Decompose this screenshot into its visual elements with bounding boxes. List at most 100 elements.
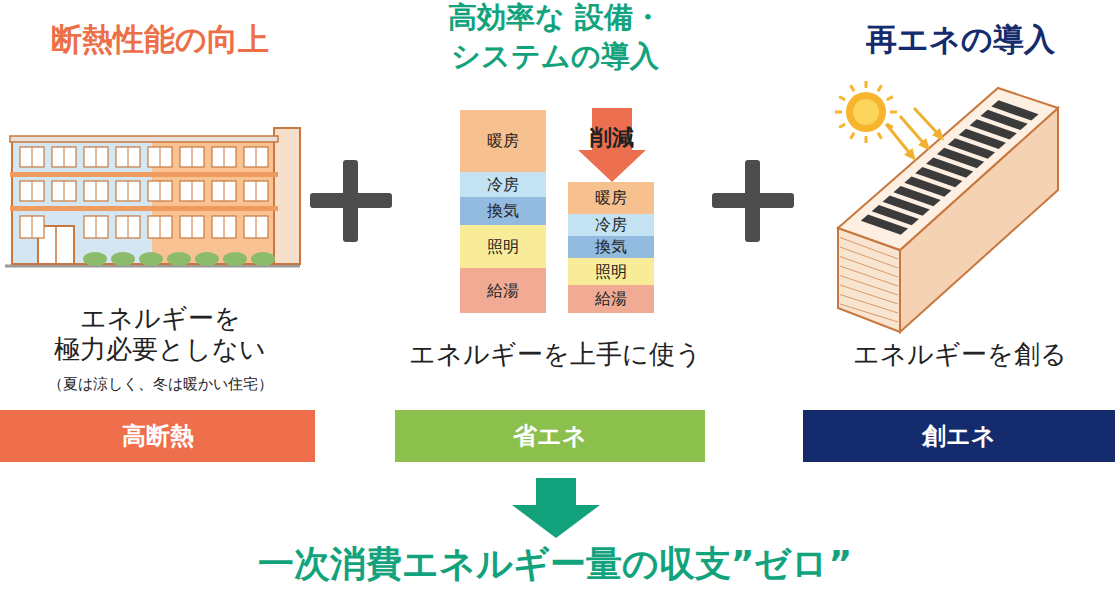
window xyxy=(116,147,140,167)
window xyxy=(180,216,204,238)
shrub xyxy=(195,252,219,266)
section-heading: 高効率な 設備・システムの導入 xyxy=(365,0,745,76)
energy-bar-segment: 換気 xyxy=(460,197,546,225)
window-frame xyxy=(256,181,257,201)
window xyxy=(180,147,204,167)
facade-line xyxy=(840,285,898,304)
window-frame xyxy=(192,147,193,167)
segment-label: 照明 xyxy=(595,263,627,281)
shrub xyxy=(223,252,247,266)
energy-bar-segment: 冷房 xyxy=(460,172,546,197)
section-heading: 断熱性能の向上 xyxy=(10,20,310,59)
facade-line xyxy=(840,304,898,322)
window xyxy=(212,181,236,201)
segment-label: 換気 xyxy=(595,238,627,256)
window xyxy=(52,181,76,201)
facade-line xyxy=(840,276,898,296)
energy-bar-segment: 冷房 xyxy=(568,214,654,236)
window-frame xyxy=(128,181,129,201)
category-band: 創エネ xyxy=(803,410,1115,462)
conclusion-caption: 一次消費エネルギー量の収支”ゼロ” xyxy=(105,541,1005,586)
shrub xyxy=(167,252,191,266)
window xyxy=(84,147,108,167)
window xyxy=(244,147,268,167)
window-frame xyxy=(192,181,193,201)
window xyxy=(244,181,268,201)
sun-ray xyxy=(851,133,855,139)
facade-line xyxy=(840,238,898,260)
window-frame xyxy=(256,147,257,167)
window xyxy=(20,181,44,201)
category-band: 高断熱 xyxy=(0,410,315,462)
window xyxy=(212,147,236,167)
plus-sign xyxy=(310,160,794,242)
sun-ray xyxy=(878,85,882,91)
window-frame xyxy=(96,147,97,167)
shrub xyxy=(83,252,107,266)
window-frame xyxy=(192,216,193,238)
energy-bar-segment: 照明 xyxy=(568,258,654,285)
segment-label: 暖房 xyxy=(487,132,519,150)
window-frame xyxy=(128,147,129,167)
segment-label: 換気 xyxy=(487,202,519,220)
sunlight-arrowhead xyxy=(918,138,930,151)
window-frame xyxy=(32,216,33,238)
sun-ray xyxy=(890,111,897,114)
shrub xyxy=(111,252,135,266)
sun-ray xyxy=(839,97,845,101)
sun-ray xyxy=(851,85,855,91)
band-label: 高断熱 xyxy=(122,423,194,449)
window xyxy=(148,147,172,167)
sunlight-arrowhead xyxy=(932,128,944,140)
window-frame xyxy=(96,216,97,238)
shrub xyxy=(139,252,163,266)
window xyxy=(84,181,108,201)
window-frame xyxy=(64,147,65,167)
window xyxy=(84,216,108,238)
description: エネルギーを創る xyxy=(810,338,1110,371)
window xyxy=(20,147,44,167)
window xyxy=(148,216,172,238)
facade-line xyxy=(840,257,898,278)
sun-ray xyxy=(865,136,868,143)
segment-label: 暖房 xyxy=(595,189,627,207)
window xyxy=(180,181,204,201)
sun-ray xyxy=(839,124,845,128)
segment-label: 給湯 xyxy=(487,282,519,300)
window xyxy=(116,181,140,201)
window-frame xyxy=(96,181,97,201)
reduction-label: 削減 xyxy=(572,124,652,152)
energy-bar-segment: 暖房 xyxy=(460,110,546,172)
window-frame xyxy=(224,216,225,238)
window xyxy=(116,216,140,238)
description: エネルギーを上手に使う xyxy=(385,338,725,371)
band-label: 創エネ xyxy=(922,423,996,449)
window-frame xyxy=(160,216,161,238)
segment-label: 冷房 xyxy=(487,176,519,194)
window-frame xyxy=(224,147,225,167)
note: （夏は涼しく、冬は暖かい住宅） xyxy=(5,375,315,394)
window-frame xyxy=(64,181,65,201)
segment-label: 冷房 xyxy=(595,216,627,234)
energy-bar-segment: 照明 xyxy=(460,225,546,268)
window-frame xyxy=(160,147,161,167)
energy-bar-segment: 暖房 xyxy=(568,182,654,214)
facade-line xyxy=(840,247,898,268)
band-label: 省エネ xyxy=(513,423,587,449)
sun-ray xyxy=(835,111,842,114)
window xyxy=(244,216,268,238)
facade-line xyxy=(840,295,898,314)
sun-ray xyxy=(887,97,893,101)
facade-line xyxy=(840,266,898,286)
energy-bar-segment: 換気 xyxy=(568,236,654,258)
window-frame xyxy=(160,181,161,201)
energy-bar-segment: 給湯 xyxy=(568,285,654,313)
sun-ray xyxy=(878,133,882,139)
window xyxy=(20,216,44,238)
shrub xyxy=(251,252,275,266)
apartment-illustration xyxy=(5,128,300,266)
window xyxy=(148,181,172,201)
